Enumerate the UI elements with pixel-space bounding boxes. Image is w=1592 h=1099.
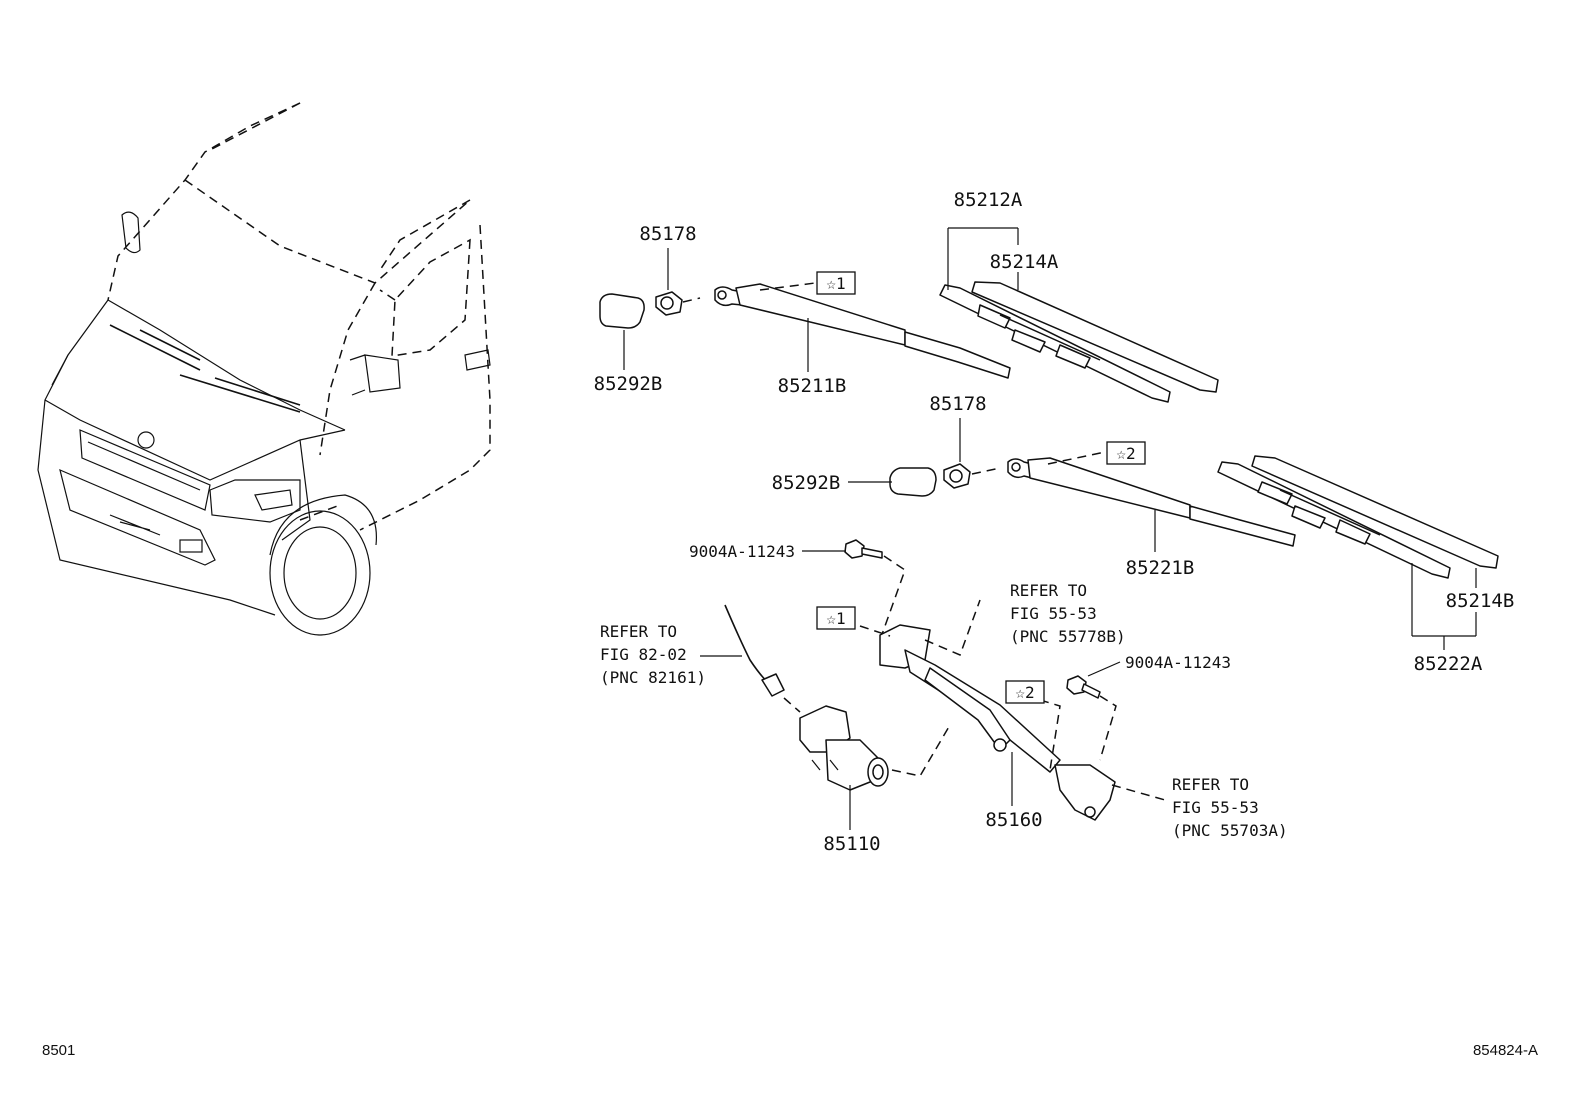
label-85214a: 85214A <box>990 251 1059 273</box>
label-85110: 85110 <box>823 833 880 855</box>
ref-note-fig-82-02: REFER TO FIG 82-02 (PNC 82161) <box>600 622 706 687</box>
wiper-blade-85222a <box>1217 455 1499 579</box>
label-85214b: 85214B <box>1446 590 1515 612</box>
label-85221b: 85221B <box>1126 557 1195 579</box>
wiper-arm-85211b <box>714 283 1011 379</box>
wiper-arm-85221b <box>1007 457 1296 547</box>
wiper-link-85160 <box>879 624 1116 821</box>
label-bolt-right: 9004A-11243 <box>1125 653 1231 672</box>
lower-wiper-arm-group <box>889 451 1499 579</box>
label-85211b: 85211B <box>778 375 847 397</box>
label-85212a: 85212A <box>954 189 1023 211</box>
footer-right-code: 854824-A <box>1473 1042 1538 1059</box>
label-85178-mid: 85178 <box>929 393 986 415</box>
ref-55778b-line2: FIG 55-53 <box>1010 604 1097 623</box>
linkage-motor-group <box>724 539 1166 821</box>
vehicle-illustration <box>37 102 491 636</box>
ref-note-pnc-55703a: REFER TO FIG 55-53 (PNC 55703A) <box>1172 775 1288 840</box>
marker-star2-top-text: ☆2 <box>1116 444 1135 463</box>
marker-star1-top-text: ☆1 <box>826 274 845 293</box>
leader-lines <box>623 227 1477 830</box>
nut-85178-mid <box>943 463 971 489</box>
marker-star1-link: ☆1 <box>816 606 856 630</box>
marker-star2-top: ☆2 <box>1106 441 1146 465</box>
bolt-left <box>844 539 883 559</box>
ref-82-02-line1: REFER TO <box>600 622 677 641</box>
ref-82-02-line2: FIG 82-02 <box>600 645 687 664</box>
ref-55703a-line2: FIG 55-53 <box>1172 798 1259 817</box>
ref-note-pnc-55778b: REFER TO FIG 55-53 (PNC 55778B) <box>1010 581 1126 646</box>
marker-star2-link-text: ☆2 <box>1015 683 1034 702</box>
bolt-right <box>1066 675 1101 699</box>
label-85160: 85160 <box>985 809 1042 831</box>
upper-wiper-arm-group <box>599 281 1219 403</box>
ref-55778b-line1: REFER TO <box>1010 581 1087 600</box>
label-bolt-left: 9004A-11243 <box>689 542 795 561</box>
footer-left-code: 8501 <box>42 1042 75 1059</box>
wiper-motor-85110 <box>799 705 889 791</box>
arm-cap-85292b-top <box>599 293 645 329</box>
label-85292b-top: 85292B <box>594 373 663 395</box>
ref-82-02-line3: (PNC 82161) <box>600 668 706 687</box>
label-85222a: 85222A <box>1414 653 1483 675</box>
marker-star1-link-text: ☆1 <box>826 609 845 628</box>
marker-star2-link: ☆2 <box>1005 680 1045 704</box>
ref-55703a-line1: REFER TO <box>1172 775 1249 794</box>
ref-55778b-line3: (PNC 55778B) <box>1010 627 1126 646</box>
wiper-blade-85212a <box>939 281 1219 403</box>
arm-cap-85292b-mid <box>889 467 937 497</box>
label-85292b-mid: 85292B <box>772 472 841 494</box>
marker-star1-top: ☆1 <box>816 271 856 295</box>
ref-55703a-line3: (PNC 55703A) <box>1172 821 1288 840</box>
nut-85178-top <box>655 291 683 316</box>
label-85178-top: 85178 <box>639 223 696 245</box>
